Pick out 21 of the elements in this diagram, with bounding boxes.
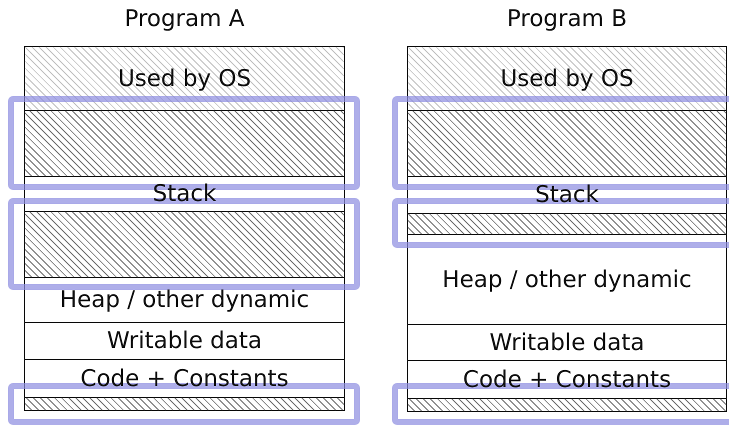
column-title: Program B (506, 5, 628, 34)
region-label: Heap / other dynamic (442, 266, 692, 292)
memory-region (407, 234, 727, 325)
hatched-region (24, 397, 345, 411)
memory-region (407, 324, 727, 361)
region-label: Stack (535, 182, 599, 208)
hatched-region (407, 213, 727, 235)
hatched-region (407, 110, 727, 177)
region-label: Writable data (107, 328, 262, 354)
region-label: Code + Constants (462, 366, 672, 392)
region-label: Code + Constants (80, 366, 289, 392)
region-label: Used by OS (118, 66, 252, 92)
region-label: Used by OS (500, 66, 634, 92)
hatched-region (24, 110, 345, 177)
region-label: Writable data (490, 330, 644, 356)
hatched-region (24, 211, 345, 278)
region-label: Heap / other dynamic (60, 287, 310, 313)
column-title: Program A (123, 5, 246, 34)
region-label: Stack (152, 181, 216, 207)
memory-region (24, 322, 345, 360)
hatched-region (407, 398, 727, 412)
